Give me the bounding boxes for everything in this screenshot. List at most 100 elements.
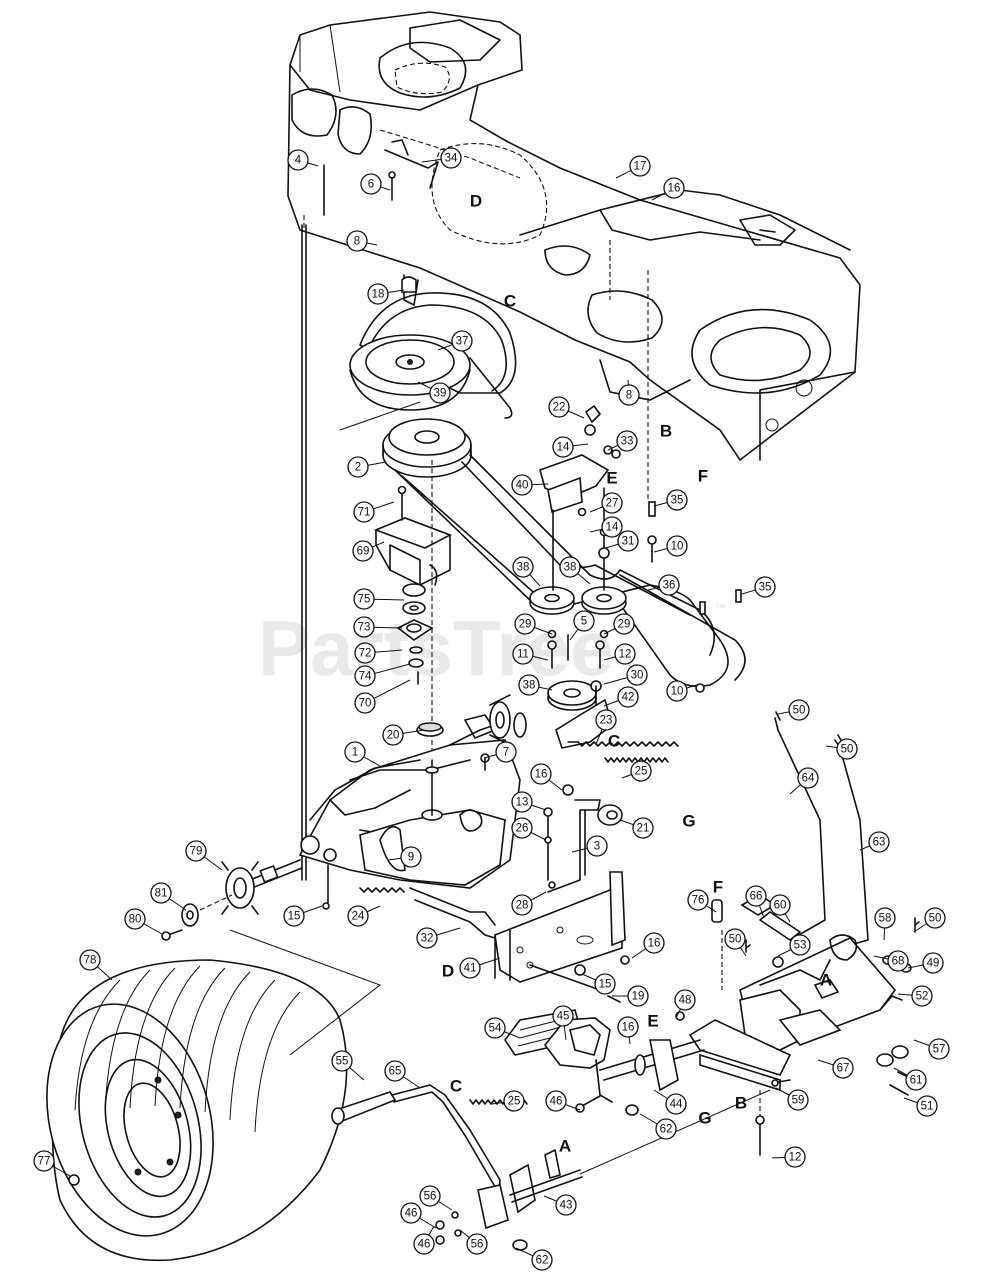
callout-circle: [594, 973, 616, 995]
callout-circle: [784, 1146, 806, 1168]
callout-circle: [601, 516, 623, 538]
idler-pulleys-38: [529, 586, 627, 711]
reference-letter-F: F: [713, 878, 723, 897]
callout-circle: [503, 1090, 525, 1112]
callout-circle: [347, 456, 369, 478]
callout-81: 81: [150, 882, 187, 911]
callout-57: 57: [913, 1038, 950, 1060]
callout-55: 55: [331, 1050, 365, 1081]
callout-circle: [451, 330, 473, 352]
callout-circle: [617, 530, 639, 552]
callout-number: 79: [190, 846, 203, 858]
callout-number: 31: [622, 536, 635, 548]
callout-24: 24: [347, 905, 381, 927]
callout-number: 35: [671, 495, 684, 507]
callout-41: 41: [459, 957, 501, 979]
callout-circle: [511, 894, 533, 916]
callout-number: 51: [921, 1101, 934, 1113]
callout-circle: [617, 686, 639, 708]
callout-circle: [618, 384, 640, 406]
callout-28: 28: [511, 891, 547, 916]
callout-number: 55: [336, 1056, 349, 1068]
callout-25: 25: [621, 760, 652, 782]
callout-12: 12: [603, 643, 636, 665]
pin-76: [711, 899, 723, 923]
reference-letter-B: B: [660, 422, 672, 441]
callout-circle: [745, 885, 767, 907]
callout-circle: [354, 642, 376, 664]
callout-23: 23: [595, 709, 617, 745]
callout-71: 71: [353, 501, 395, 523]
callout-11: 11: [512, 643, 549, 665]
callout-6: 6: [360, 173, 391, 195]
reference-letter-C: C: [504, 292, 516, 311]
callout-circle: [367, 283, 389, 305]
callout-26: 26: [511, 817, 547, 841]
callout-46: 46: [400, 1202, 437, 1229]
callout-circle: [595, 709, 617, 731]
callout-number: 50: [793, 705, 806, 717]
callout-39: 39: [417, 381, 451, 404]
callout-circle: [787, 1089, 809, 1111]
callout-number: 50: [841, 744, 854, 756]
callout-38: 38: [512, 556, 541, 587]
reference-letter-A: A: [820, 971, 832, 990]
callout-58: 58: [874, 907, 896, 941]
callout-50: 50: [777, 699, 810, 721]
callout-number: 45: [557, 1011, 570, 1023]
callout-number: 3: [594, 841, 600, 853]
callout-number: 46: [405, 1208, 418, 1220]
callout-circle: [353, 501, 375, 523]
callout-50: 50: [825, 738, 858, 760]
callout-45: 45: [552, 1005, 574, 1041]
callout-20: 20: [382, 724, 425, 746]
callout-circle: [789, 934, 811, 956]
long-rod-4: [301, 164, 325, 881]
callout-35: 35: [741, 576, 776, 598]
callout-number: 54: [489, 1023, 502, 1035]
callout-number: 42: [622, 692, 635, 704]
callout-49: 49: [907, 952, 944, 974]
callout-number: 8: [626, 390, 632, 402]
callout-number: 70: [359, 698, 372, 710]
callout-34: 34: [421, 147, 462, 169]
callout-16: 16: [631, 932, 665, 959]
callout-16: 16: [617, 1016, 639, 1045]
callout-number: 2: [355, 462, 361, 474]
callout-number: 14: [557, 442, 570, 454]
callout-circle: [124, 908, 146, 930]
tractor-frame: [287, 11, 861, 462]
callout-circle: [832, 1057, 854, 1079]
callout-number: 65: [389, 1066, 402, 1078]
callout-number: 10: [671, 541, 684, 553]
transmission-assembly-1: [298, 694, 527, 910]
callout-74: 74: [354, 663, 411, 687]
callout-1: 1: [344, 741, 381, 767]
callout-circle: [573, 610, 595, 632]
callout-number: 23: [600, 715, 613, 727]
callout-number: 24: [352, 911, 365, 923]
callout-circle: [559, 556, 581, 578]
callout-number: 75: [358, 594, 371, 606]
callout-number: 5: [581, 616, 587, 628]
bracket-42: [555, 680, 613, 749]
callout-circle: [797, 767, 819, 789]
callout-number: 15: [288, 911, 301, 923]
transmission-pulley-2: [339, 401, 472, 478]
reference-letter-C: C: [608, 732, 620, 751]
callout-10: 10: [666, 680, 701, 702]
callout-circle: [629, 155, 651, 177]
callout-number: 9: [408, 852, 414, 864]
callout-circle: [905, 1069, 927, 1091]
callout-70: 70: [354, 679, 411, 714]
callout-circle: [627, 985, 649, 1007]
callout-circle: [33, 1150, 55, 1172]
callout-42: 42: [603, 686, 639, 708]
callout-circle: [617, 1016, 639, 1038]
callout-number: 66: [750, 891, 763, 903]
callout-number: 56: [471, 1239, 484, 1251]
rods-24-32: [359, 887, 496, 939]
callout-circle: [353, 588, 375, 610]
callout-50: 50: [724, 928, 747, 957]
